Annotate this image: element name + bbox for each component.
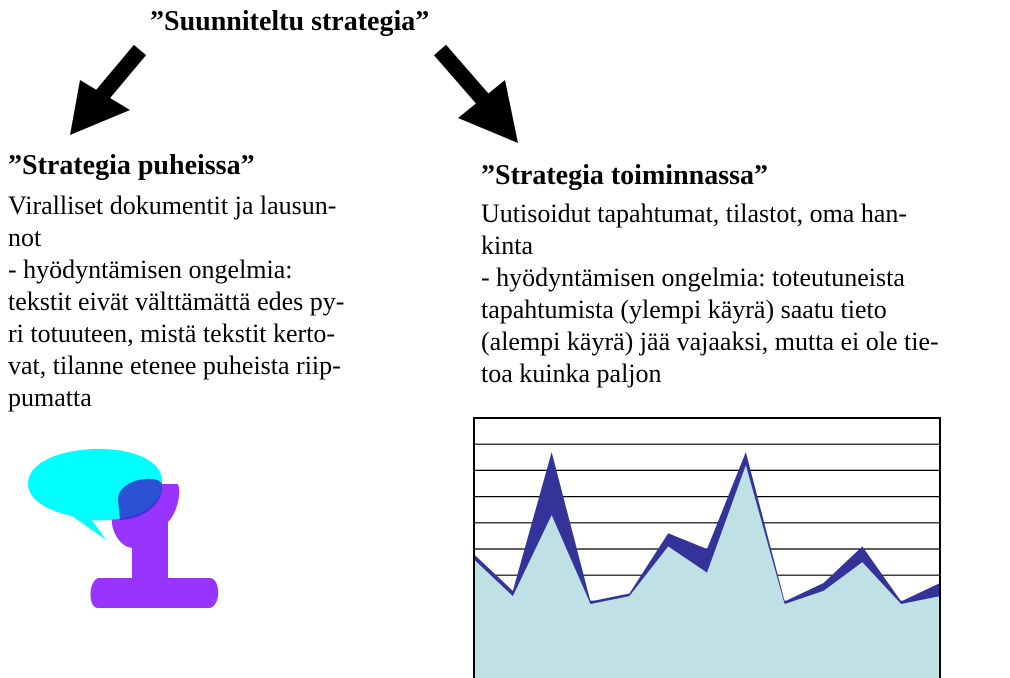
- page-title: ”Suunniteltu strategia”: [150, 6, 430, 37]
- series-lower-area: [474, 465, 940, 678]
- right-line: (alempi käyrä) jää vajaaksi, mutta ei ol…: [481, 327, 939, 356]
- left-line: - hyödyntämisen ongelmia:: [8, 255, 293, 284]
- right-line: toa kuinka paljon: [481, 359, 662, 388]
- area-chart: [473, 417, 941, 678]
- right-line: tapahtumista (ylempi käyrä) saatu tieto: [481, 295, 887, 324]
- right-line: - hyödyntämisen ongelmia: toteutuneista: [481, 263, 905, 292]
- left-description: Viralliset dokumentit ja lausun- not - h…: [8, 190, 344, 414]
- left-line: vat, tilanne etenee puheista riip-: [8, 351, 341, 380]
- bubble-overlap: [118, 478, 163, 520]
- right-line: kinta: [481, 231, 533, 260]
- chart-frame-outline: [473, 417, 941, 678]
- left-line: ri totuuteen, mistä tekstit kerto-: [8, 319, 336, 348]
- speaking-person-icon: [28, 448, 219, 608]
- left-heading: ”Strategia puheissa”: [8, 150, 255, 181]
- right-description: Uutisoidut tapahtumat, tilastot, oma han…: [481, 198, 939, 390]
- left-arrow-icon: [70, 44, 147, 135]
- left-line: not: [8, 223, 42, 252]
- right-heading: ”Strategia toiminnassa”: [481, 160, 768, 191]
- right-line: Uutisoidut tapahtumat, tilastot, oma han…: [481, 199, 908, 228]
- left-line: Viralliset dokumentit ja lausun-: [8, 191, 337, 220]
- left-line: tekstit eivät välttämättä edes py-: [8, 287, 345, 316]
- speech-bubble: [28, 448, 163, 540]
- right-arrow-icon: [433, 44, 518, 143]
- left-line: pumatta: [8, 383, 92, 412]
